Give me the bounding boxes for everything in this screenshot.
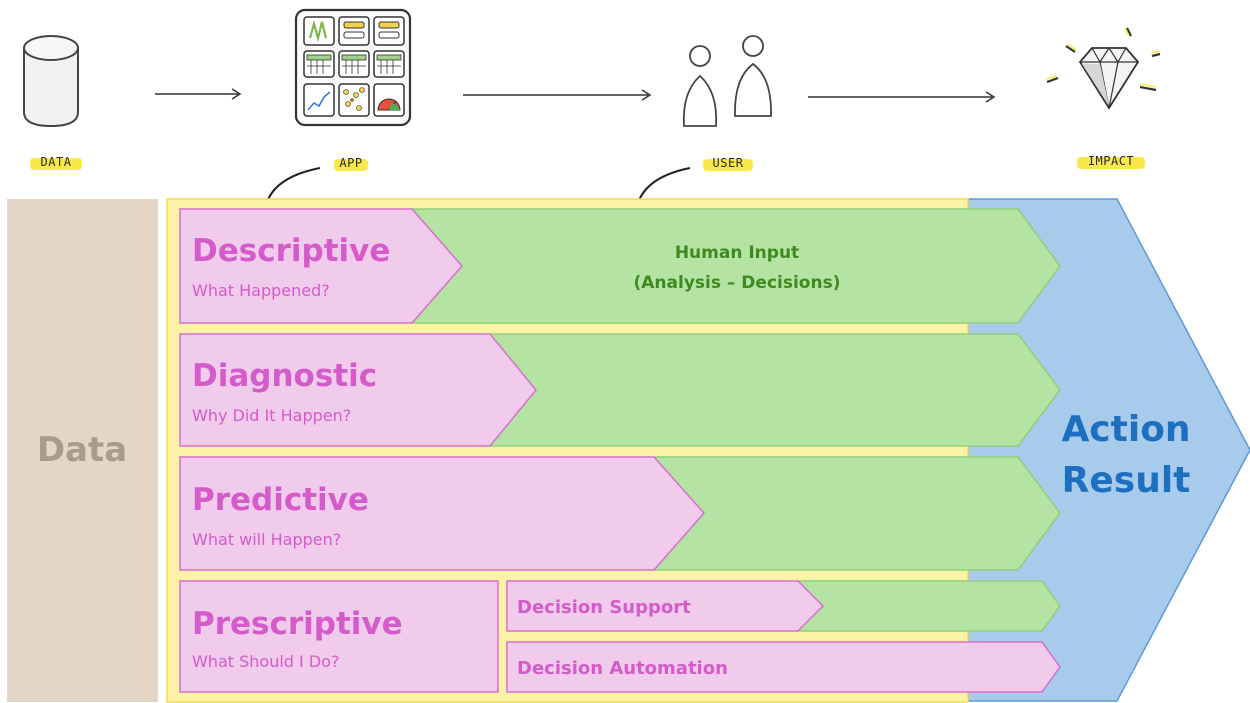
database-cylinder-icon <box>23 35 79 128</box>
data-column-label: Data <box>37 430 127 470</box>
stage-label-app: APP <box>334 156 368 171</box>
row-title: Prescriptive <box>192 606 403 642</box>
users-icon <box>682 35 772 127</box>
action-label: Action <box>1061 409 1190 450</box>
row-subtitle: What Should I Do? <box>192 652 339 671</box>
decision-automation-arrow: Decision Automation <box>506 641 1061 693</box>
stage-label-data: DATA <box>30 155 82 170</box>
svg-text:DATA: DATA <box>41 155 72 169</box>
data-column: Data <box>7 199 158 702</box>
row-prescriptive: Prescriptive What Should I Do? Decision … <box>179 580 1061 693</box>
human-input-arrow <box>411 208 1061 324</box>
row-title: Predictive <box>192 482 369 518</box>
flow-arrow <box>463 89 652 101</box>
row-subtitle: What will Happen? <box>192 530 341 549</box>
flow-arrow <box>808 91 996 103</box>
decision-support-arrow: Decision Support <box>506 580 1061 632</box>
diamond-icon <box>1045 27 1161 110</box>
row-title: Descriptive <box>192 233 390 269</box>
decision-automation-label: Decision Automation <box>517 658 728 679</box>
svg-text:IMPACT: IMPACT <box>1088 154 1134 168</box>
action-result-arrow: Action Result <box>967 198 1250 702</box>
result-label: Result <box>1062 460 1191 501</box>
row-subtitle: Why Did It Happen? <box>192 406 351 425</box>
dashboard-app-icon <box>294 8 412 127</box>
stage-label-user: USER <box>703 156 753 171</box>
decision-support-label: Decision Support <box>517 597 691 618</box>
row-diagnostic: Diagnostic Why Did It Happen? <box>179 333 1061 447</box>
svg-text:APP: APP <box>339 156 362 170</box>
row-subtitle: What Happened? <box>192 281 330 300</box>
flow-arrow <box>155 88 242 100</box>
row-descriptive: Descriptive What Happened? Human Input (… <box>179 208 1061 324</box>
human-input-label: Human Input <box>675 243 799 263</box>
svg-text:USER: USER <box>713 156 744 170</box>
stage-label-impact: IMPACT <box>1077 154 1145 169</box>
row-title: Diagnostic <box>192 358 377 394</box>
human-input-sublabel: (Analysis – Decisions) <box>634 273 841 293</box>
row-predictive: Predictive What will Happen? <box>179 456 1061 571</box>
